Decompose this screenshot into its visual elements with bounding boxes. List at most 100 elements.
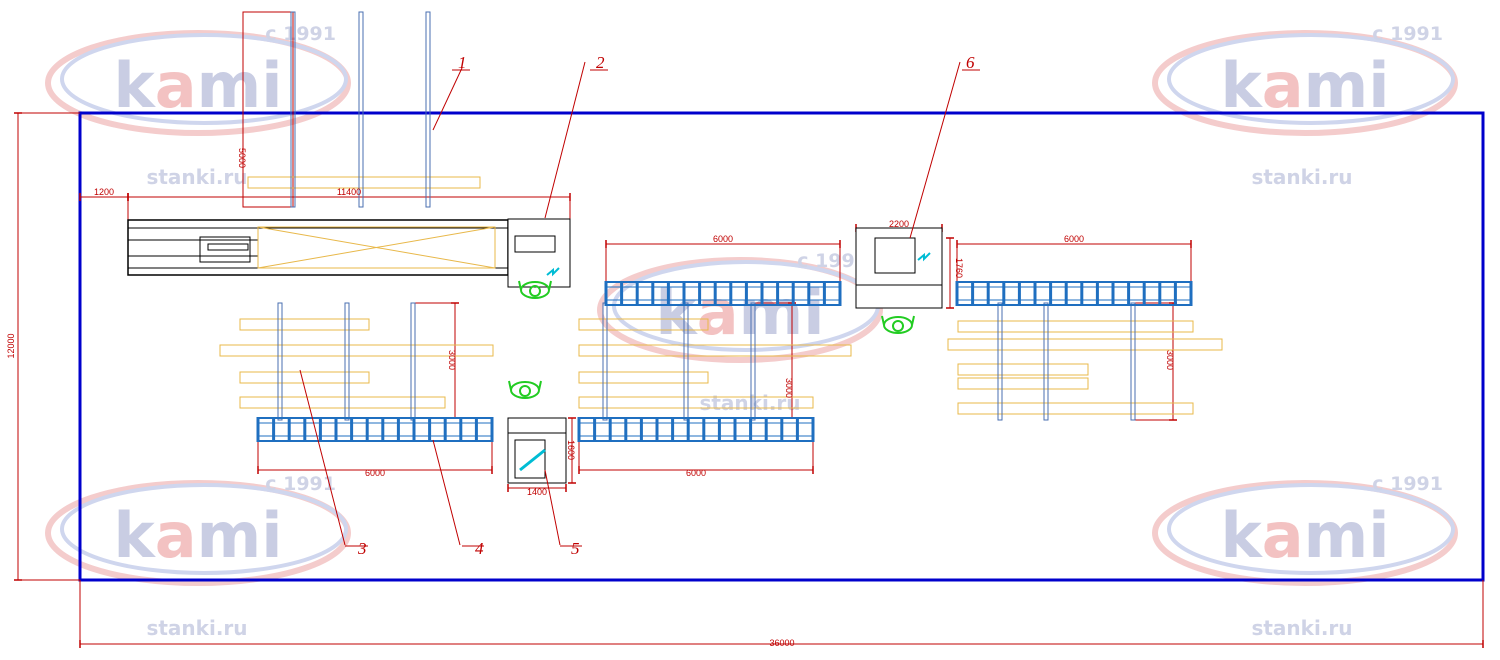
conveyor-roller <box>1189 281 1193 306</box>
callout-5: 5 <box>571 539 580 558</box>
conveyor-roller <box>749 417 753 442</box>
dim-machine5-width: 1400 <box>527 487 547 497</box>
edger-machine <box>507 417 567 484</box>
operator-head <box>892 320 904 332</box>
conveyor-roller <box>287 417 291 442</box>
lumber-board <box>219 344 494 357</box>
dim-overall-height: 12000 <box>6 333 16 358</box>
conveyor-roller <box>671 417 675 442</box>
logo-swoosh <box>1167 483 1455 575</box>
conveyor-roller <box>318 417 322 442</box>
dim-rack-depth: 3000 <box>784 378 794 398</box>
lumber-board <box>578 344 852 357</box>
conveyor-roller <box>986 281 990 306</box>
rack-post <box>344 302 350 421</box>
operator-arms <box>518 280 552 291</box>
site-watermark: stanki.ru <box>1251 165 1352 189</box>
conveyor-roller <box>1142 281 1146 306</box>
conveyor-roller <box>666 281 670 306</box>
callout-leader <box>544 61 586 219</box>
lumber-board <box>957 402 1194 415</box>
logo-swoosh <box>60 33 348 125</box>
callout-6: 6 <box>966 53 975 72</box>
conveyor-roller <box>760 281 764 306</box>
saw-head-blade <box>514 235 556 253</box>
conveyor-roller <box>971 281 975 306</box>
dim-overall-width: 36000 <box>769 638 794 648</box>
rack-post <box>277 302 283 421</box>
logo-since: c 1991 <box>1372 23 1443 45</box>
operator-arms <box>508 380 542 391</box>
operator-head <box>529 285 541 297</box>
dim-machine6-width: 2200 <box>889 219 909 229</box>
dim-conveyor-length: 6000 <box>713 234 733 244</box>
rack-post <box>358 11 364 208</box>
conveyor-roller <box>443 417 447 442</box>
conveyor-roller <box>1017 281 1021 306</box>
carriage-clamp <box>207 243 249 251</box>
site-watermark: stanki.ru <box>146 165 247 189</box>
conveyor-roller <box>791 281 795 306</box>
callout-leader <box>299 369 346 546</box>
operator-arms <box>881 315 915 326</box>
conveyor-roller <box>776 281 780 306</box>
conveyor-roller <box>381 417 385 442</box>
callout-leader <box>544 469 561 546</box>
site-watermark: stanki.ru <box>146 616 247 640</box>
conveyor-roller <box>1127 281 1131 306</box>
conveyor-roller <box>334 417 338 442</box>
roller-conveyor <box>577 417 815 442</box>
conveyor-roller <box>604 281 608 306</box>
conveyor-roller <box>651 281 655 306</box>
conveyor-roller <box>795 417 799 442</box>
conveyor-roller <box>764 417 768 442</box>
conveyor-roller <box>365 417 369 442</box>
conveyor-roller <box>256 417 260 442</box>
conveyor-roller <box>1033 281 1037 306</box>
logo-swoosh <box>1152 30 1458 136</box>
dim-conveyor-length: 6000 <box>1064 234 1084 244</box>
conveyor-roller <box>620 281 624 306</box>
conveyor-roller <box>608 417 612 442</box>
rack-post <box>683 302 689 421</box>
conveyor-roller <box>1080 281 1084 306</box>
log-zone <box>257 226 496 269</box>
logo-since: c 1991 <box>797 250 868 272</box>
rack-post <box>750 302 756 421</box>
dim-left-offset: 1200 <box>94 187 114 197</box>
logo-swoosh <box>597 257 883 363</box>
rack-post <box>410 302 416 421</box>
conveyor-roller <box>593 417 597 442</box>
conveyor-roller <box>1049 281 1053 306</box>
roller-conveyor <box>955 281 1193 306</box>
conveyor-roller <box>729 281 733 306</box>
conveyor-roller <box>780 417 784 442</box>
dim-machine5-depth: 1600 <box>566 440 576 460</box>
conveyor-roller <box>412 417 416 442</box>
logo-swoosh <box>45 480 351 586</box>
conveyor-roller <box>1064 281 1068 306</box>
conveyor-roller <box>639 417 643 442</box>
lumber-board <box>239 371 370 384</box>
lumber-board <box>957 363 1089 376</box>
roller-conveyor <box>256 417 494 442</box>
lumber-board <box>578 318 709 331</box>
rack-post <box>997 302 1003 421</box>
logo-text: kami <box>114 49 283 122</box>
lumber-board <box>578 371 709 384</box>
conveyor-roller <box>1158 281 1162 306</box>
conveyor-roller <box>577 417 581 442</box>
callout-1: 1 <box>458 53 467 72</box>
conveyor-roller <box>272 417 276 442</box>
callout-leader <box>432 67 463 131</box>
conveyor-roller <box>1111 281 1115 306</box>
lumber-board <box>947 338 1223 351</box>
operator-icon <box>518 280 552 299</box>
conveyor-roller <box>624 417 628 442</box>
site-watermark: stanki.ru <box>1251 616 1352 640</box>
conveyor-roller <box>702 417 706 442</box>
